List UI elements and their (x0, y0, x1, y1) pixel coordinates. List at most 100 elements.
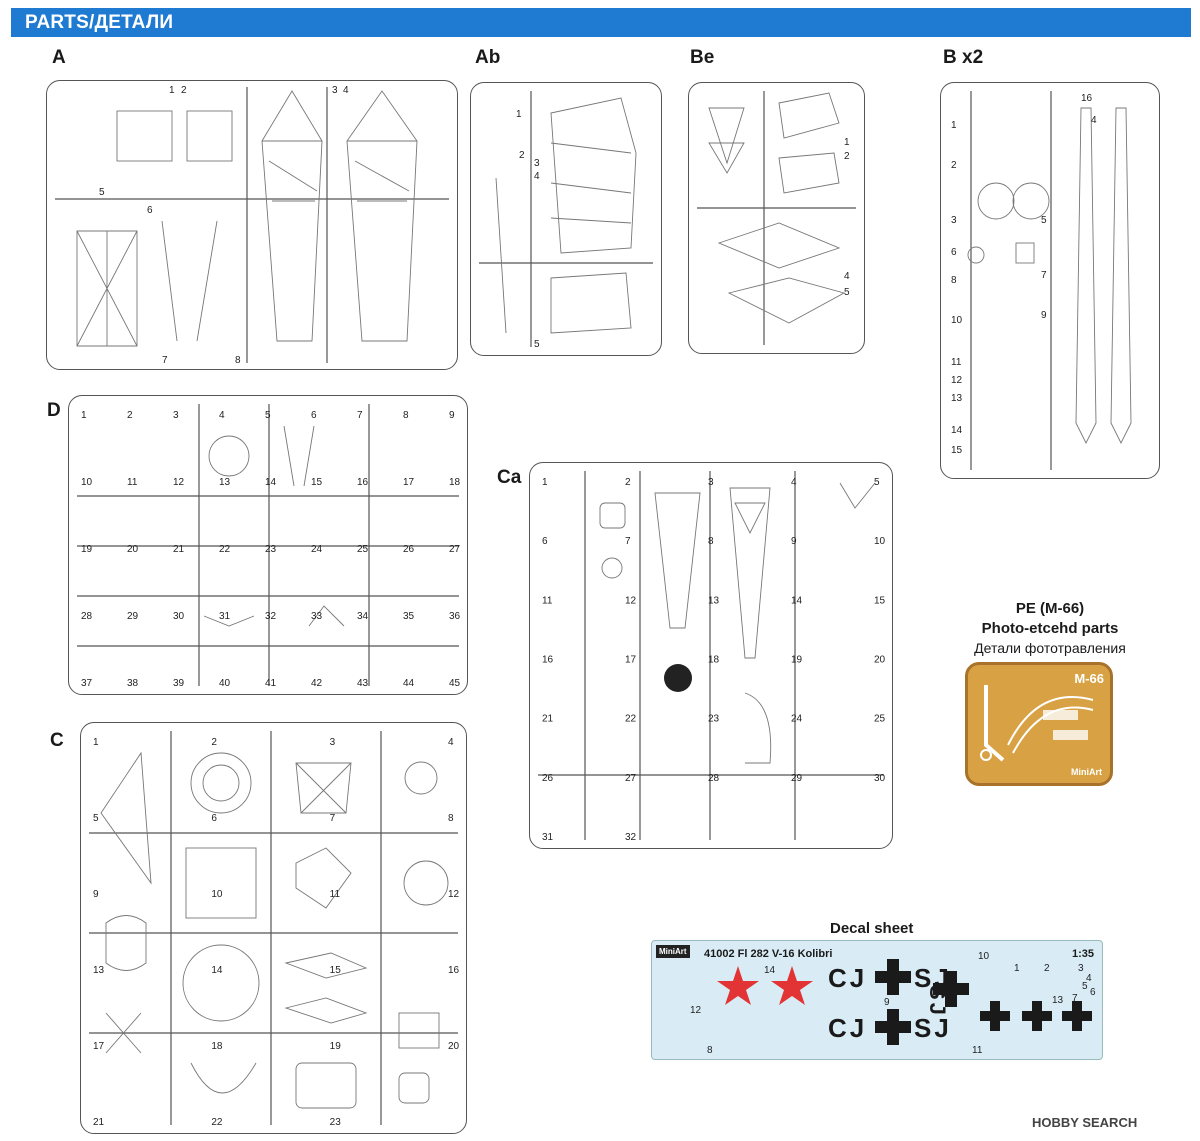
sprue-a: 1 2 3 4 5 6 7 8 (46, 80, 458, 370)
part-number: 12 (951, 375, 963, 386)
part-number: 16 (1081, 93, 1093, 104)
decal-number: 4 (1086, 973, 1092, 984)
part-number: 3 (951, 215, 957, 226)
part-number: 1 (516, 109, 522, 120)
header-bar: PARTS/ДЕТАЛИ (11, 8, 1191, 37)
part-number: 38 (127, 678, 139, 689)
part-number: 2 (127, 410, 133, 421)
part-number: 19 (330, 1041, 342, 1052)
part-number: 8 (403, 410, 409, 421)
part-number: 39 (173, 678, 185, 689)
balkenkreuz-decal (1062, 1001, 1092, 1031)
sprue-label-be: Be (690, 47, 715, 68)
part-number: 7 (357, 410, 363, 421)
part-number: 4 (534, 171, 540, 182)
part-number: 9 (93, 889, 99, 900)
decal-number: 5 (1082, 981, 1088, 992)
part-number: 6 (542, 536, 548, 547)
part-number: 9 (1041, 310, 1047, 321)
part-number: 17 (403, 477, 415, 488)
sprue-be-drawing: 1 2 3 4 5 (697, 91, 856, 345)
sprue-label-d: D (47, 400, 61, 421)
part-number: 18 (211, 1041, 223, 1052)
part-number: 29 (127, 611, 139, 622)
decal-number: 12 (690, 1005, 702, 1016)
part-number: 31 (542, 832, 554, 843)
part-number: 15 (874, 595, 886, 606)
part-number: 25 (874, 714, 886, 725)
part-number: 27 (625, 773, 637, 784)
sprue-label-c: C (50, 730, 64, 751)
part-number: 22 (211, 1117, 223, 1128)
watermark: HOBBY SEARCH (1032, 1115, 1138, 1130)
decal-number: 7 (1072, 993, 1078, 1004)
part-number: 32 (265, 611, 277, 622)
sprue-label-a: A (52, 47, 66, 68)
part-number: 2 (211, 737, 217, 748)
part-number: 8 (448, 813, 454, 824)
part-number: 12 (625, 595, 637, 606)
part-number: 4 (1091, 115, 1097, 126)
part-number: 11 (330, 889, 341, 900)
part-number: 34 (357, 611, 369, 622)
part-number: 7 (1041, 270, 1047, 281)
part-number: 18 (708, 655, 720, 666)
part-number: 28 (81, 611, 93, 622)
part-number: 10 (81, 477, 93, 488)
decal-sheet: MiniArt 41002 Fl 282 V-16 Kolibri 1:35 1… (651, 940, 1103, 1060)
part-number: 13 (93, 965, 105, 976)
balkenkreuz-decal (1022, 1001, 1052, 1031)
part-number: 8 (708, 536, 714, 547)
part-number: 35 (403, 611, 415, 622)
pe-brand-logo: MiniArt (1071, 767, 1102, 777)
part-number: 14 (951, 425, 963, 436)
sprue-be: 1 2 3 4 5 (688, 82, 865, 354)
part-number: 45 (449, 678, 461, 689)
part-number: 16 (542, 655, 554, 666)
part-number: 25 (357, 544, 369, 555)
part-number: 16 (448, 965, 460, 976)
part-number: 4 (844, 271, 850, 282)
part-number: 20 (127, 544, 139, 555)
part-number: 19 (81, 544, 93, 555)
decal-number: 10 (978, 951, 990, 962)
balkenkreuz-decal (980, 1001, 1010, 1031)
part-number: 8 (951, 275, 957, 286)
part-number: 2 (625, 477, 631, 488)
part-number: 21 (93, 1117, 105, 1128)
part-number: 5 (874, 477, 880, 488)
part-number: 42 (311, 678, 323, 689)
part-number: 4 (448, 737, 454, 748)
part-number: 11 (542, 595, 553, 606)
part-number: 21 (173, 544, 185, 555)
part-number: 36 (449, 611, 461, 622)
part-number: 7 (162, 355, 168, 366)
decal-product: 41002 Fl 282 V-16 Kolibri (704, 948, 833, 960)
decal-scale: 1:35 (1071, 948, 1094, 960)
part-number: 11 (951, 357, 962, 368)
part-number: 2 (951, 160, 957, 171)
part-number: 44 (403, 678, 415, 689)
decal-code: SJ (925, 985, 950, 1018)
part-number: 14 (211, 965, 223, 976)
pe-subtitle: Photo-etcehd parts (981, 620, 1119, 637)
part-number: 14 (265, 477, 277, 488)
photo-etch-fret: M-66 MiniArt (965, 662, 1113, 786)
part-number: 9 (791, 536, 797, 547)
balkenkreuz-decal (933, 971, 969, 1007)
sprue-ab: 1 2 3 4 5 (470, 82, 662, 356)
balkenkreuz-decal (875, 1009, 911, 1045)
part-number: 22 (625, 714, 637, 725)
part-number: 24 (311, 544, 323, 555)
pe-subtitle-ru: Детали фототравления (974, 640, 1126, 656)
decal-code: CJ (828, 1013, 868, 1043)
balkenkreuz-decal (875, 959, 911, 995)
part-number: 12 (448, 889, 460, 900)
part-number: 1 (542, 477, 548, 488)
part-number: 26 (403, 544, 415, 555)
decal-code: SJ (914, 1013, 952, 1043)
decal-brand-logo: MiniArt (656, 945, 690, 958)
